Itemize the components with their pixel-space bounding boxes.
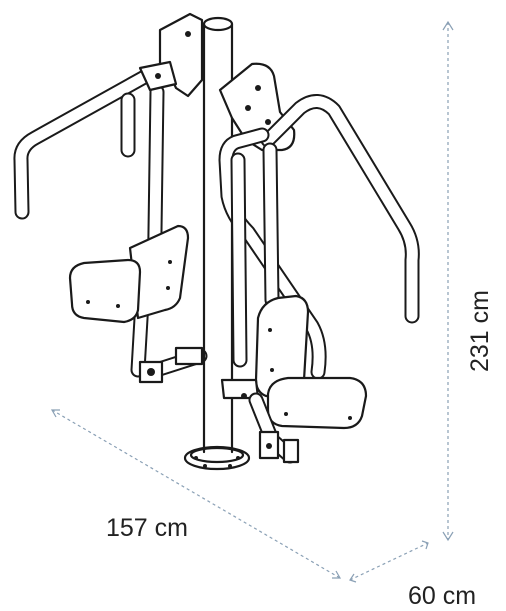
left-handle-arm: [13, 67, 156, 220]
right-lower-linkage: [220, 378, 300, 464]
height-label: 231 cm: [466, 290, 494, 372]
left-swing-bar: [130, 84, 165, 378]
top-left-bracket: [138, 12, 204, 98]
left-seat: [68, 224, 190, 324]
right-handle-arm: [260, 94, 420, 324]
height-dimension-line: [442, 20, 454, 542]
width-dimension-line: [50, 409, 342, 579]
depth-label: 60 cm: [408, 582, 477, 610]
base-plate: [183, 445, 251, 471]
left-lower-linkage: [138, 346, 208, 384]
depth-dimension-line: [349, 540, 429, 583]
right-swing-frame: [218, 127, 327, 380]
right-seat: [254, 294, 368, 430]
width-label: 157 cm: [106, 514, 188, 542]
